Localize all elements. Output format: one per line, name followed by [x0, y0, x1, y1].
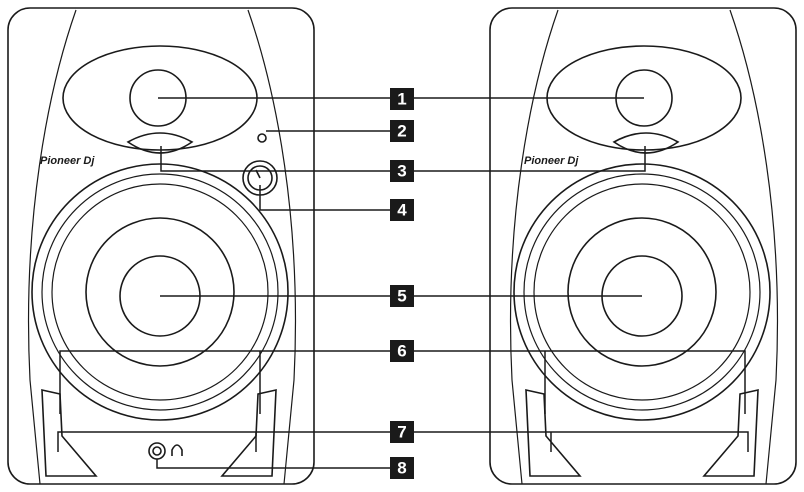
callout-5: 5 — [390, 285, 414, 307]
svg-text:2: 2 — [397, 122, 406, 141]
left-woofer-cone — [85, 217, 235, 367]
right-speaker: Pioneer Dj — [489, 7, 797, 485]
callout-4: 4 — [390, 199, 414, 221]
left-cabinet-contour-right — [247, 9, 297, 485]
right-bass-reflex-port — [612, 132, 680, 154]
headphone-jack-outer[interactable] — [148, 442, 166, 460]
left-pioneer-logo: Pioneer Dj — [40, 155, 95, 167]
svg-text:1: 1 — [397, 90, 406, 109]
right-cabinet-contour-right — [729, 9, 779, 485]
left-cabinet-contour-left — [27, 9, 77, 485]
callout-7: 7 — [390, 421, 414, 443]
callout-8: 8 — [390, 457, 414, 479]
right-speaker-cabinet — [489, 7, 797, 485]
svg-text:8: 8 — [397, 459, 406, 478]
right-base-foot-left — [525, 388, 582, 477]
left-base-foot-right — [220, 388, 277, 477]
callout-3: 3 — [390, 160, 414, 182]
right-woofer-surround-inner — [523, 173, 761, 411]
headphone-jack[interactable] — [152, 446, 162, 456]
power-indicator — [257, 133, 267, 143]
right-woofer-cone — [567, 217, 717, 367]
leader-lines — [57, 97, 749, 469]
right-woofer-surround-outer — [513, 163, 771, 421]
callout-6: 6 — [390, 340, 414, 362]
left-woofer-surround-inner — [41, 173, 279, 411]
left-bass-reflex-port — [126, 132, 194, 154]
svg-text:6: 6 — [397, 342, 406, 361]
headphone-icon — [171, 444, 183, 456]
right-woofer-cone-edge — [533, 183, 751, 401]
callout-labels: 1 2 3 4 5 6 7 8 — [390, 88, 414, 479]
callout-1: 1 — [390, 88, 414, 110]
left-speaker: Pioneer Dj — [7, 7, 315, 485]
left-base-foot-left — [41, 388, 98, 477]
svg-text:3: 3 — [397, 162, 406, 181]
left-speaker-cabinet — [7, 7, 315, 485]
left-woofer-surround-outer — [31, 163, 289, 421]
svg-text:4: 4 — [397, 201, 407, 220]
right-cabinet-contour-left — [509, 9, 559, 485]
svg-text:5: 5 — [397, 287, 406, 306]
svg-text:7: 7 — [397, 423, 406, 442]
callout-2: 2 — [390, 120, 414, 142]
right-base-foot-right — [702, 388, 759, 477]
left-woofer-cone-edge — [51, 183, 269, 401]
right-pioneer-logo: Pioneer Dj — [524, 155, 579, 167]
